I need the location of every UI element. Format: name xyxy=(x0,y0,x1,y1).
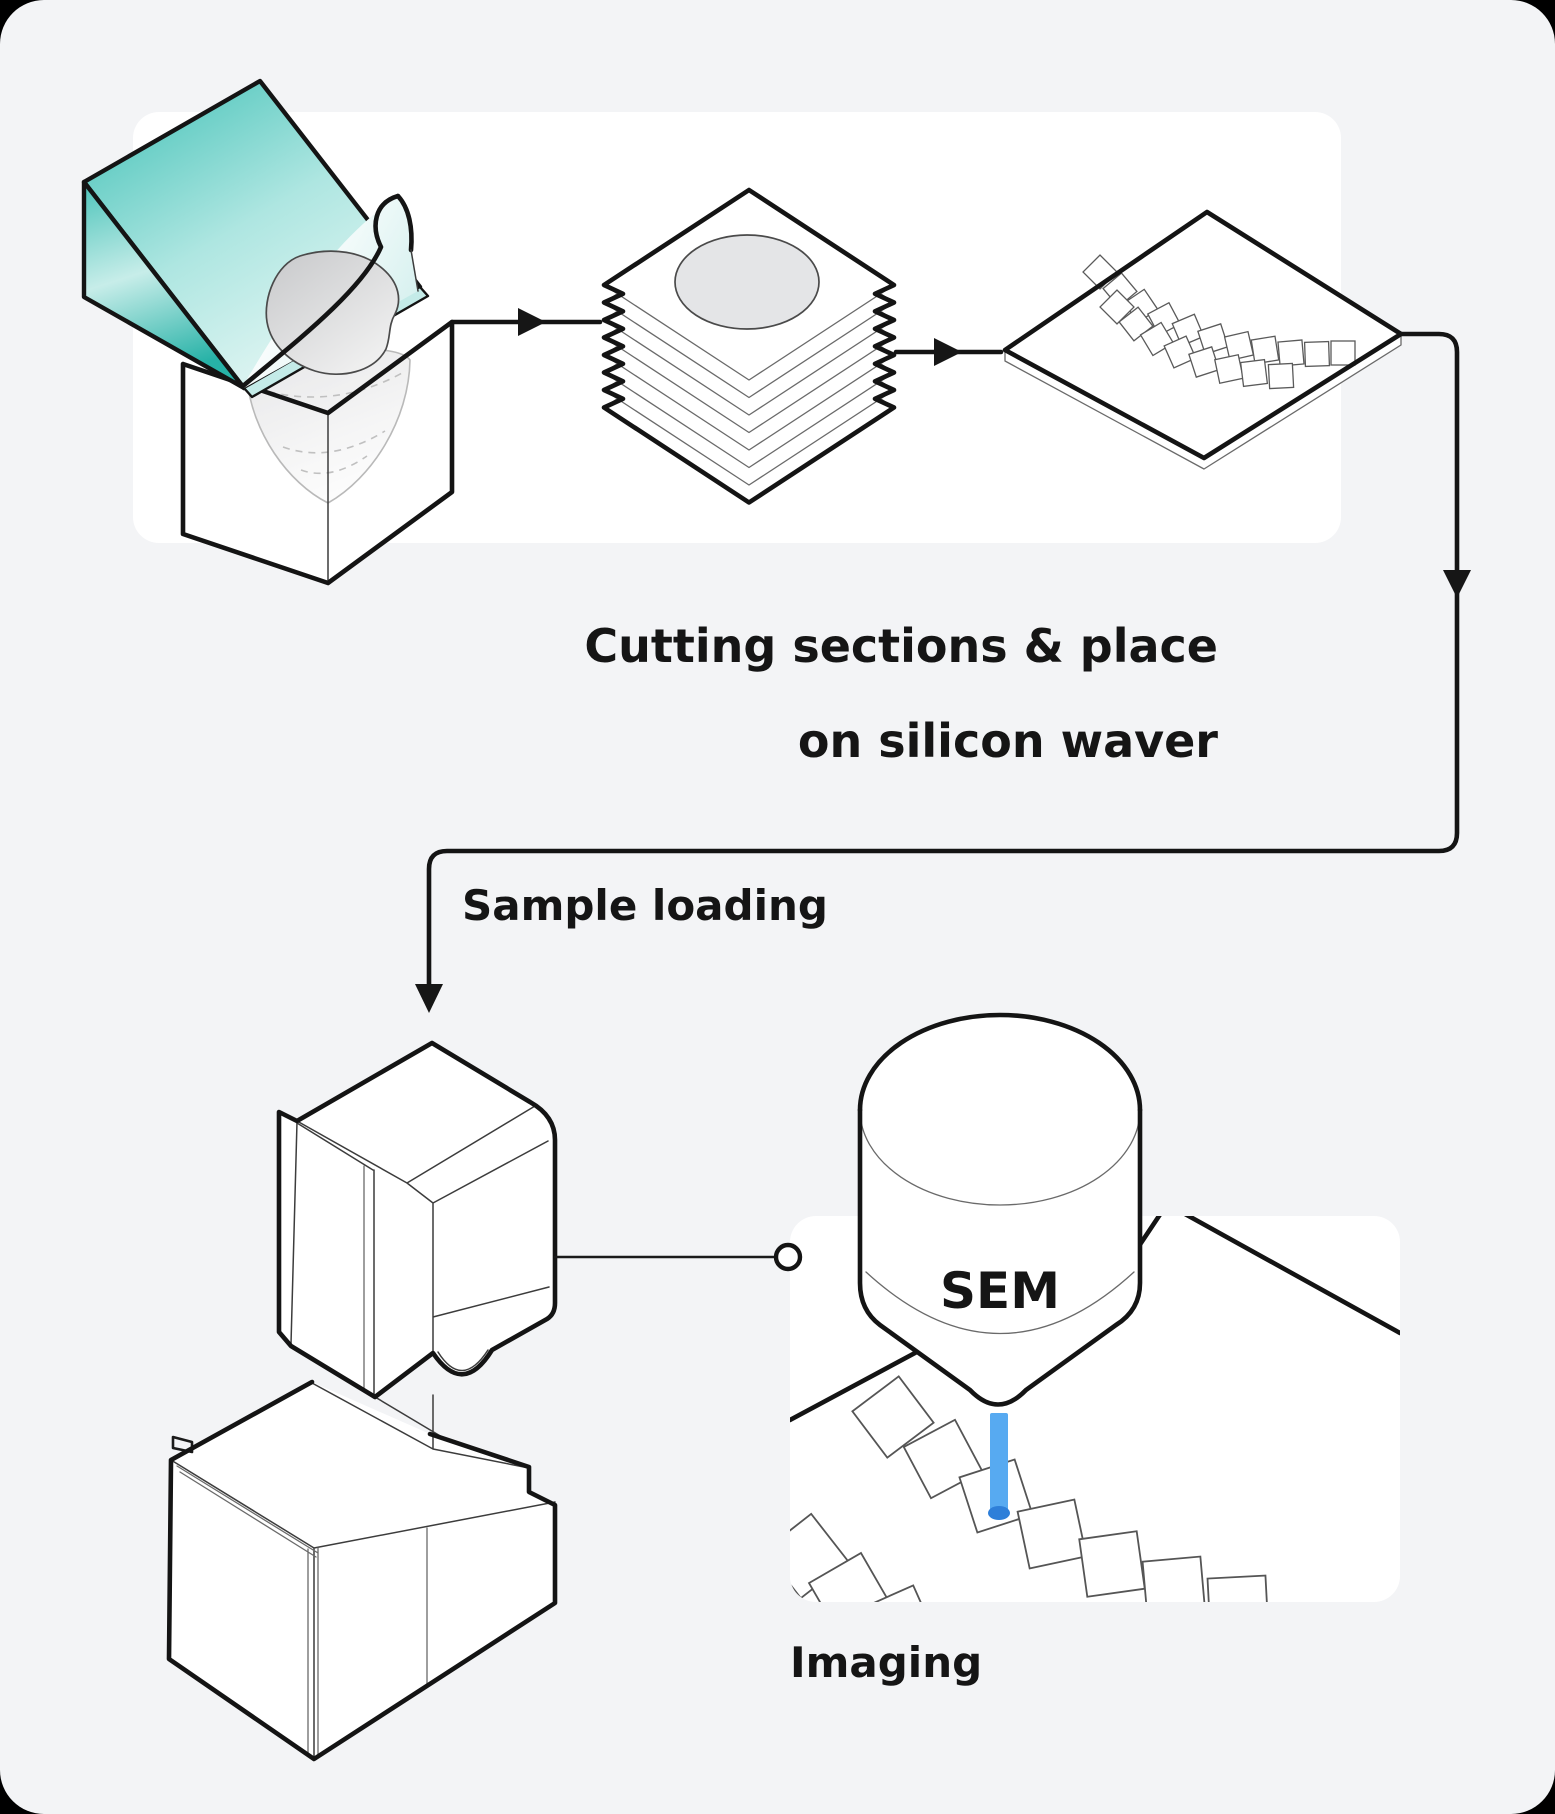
tissue-section-blob xyxy=(265,250,400,375)
sample-loading-caption: Sample loading xyxy=(462,881,828,930)
machine-head-body xyxy=(279,1043,555,1397)
curl-right-edge xyxy=(410,249,419,292)
arrowhead-right-icon xyxy=(934,338,962,366)
section-tissue-ellipse xyxy=(674,234,820,330)
cutting-caption-line2: on silicon waver xyxy=(798,714,1218,768)
electron-beam xyxy=(990,1413,1008,1513)
machine-base-door-seams xyxy=(176,1465,428,1757)
machine-neck-collar xyxy=(437,1349,489,1372)
cube-right-face xyxy=(328,322,452,583)
machine-base-outline xyxy=(166,1379,558,1762)
detail-connector-dot-icon xyxy=(773,1242,803,1272)
sem-label: SEM xyxy=(940,1262,1060,1320)
sem-detail-view: SEM xyxy=(790,1012,1400,1602)
silicon-wafer-icon xyxy=(1002,209,1404,470)
arrowhead-right-icon xyxy=(518,308,546,336)
sem-column-icon: SEM xyxy=(857,1012,1143,1407)
sem-column-top-rim xyxy=(857,1012,1143,1113)
arrow-stack-to-wafer xyxy=(893,338,1004,366)
section-stack-icon xyxy=(601,187,897,505)
knife-side-face xyxy=(81,179,247,391)
imaging-caption: Imaging xyxy=(790,1638,982,1687)
sem-detail-clipped xyxy=(790,1216,1400,1602)
curl-tip-edge xyxy=(395,193,414,253)
detail-section-row-upper xyxy=(851,1375,1270,1602)
sem-machine-icon xyxy=(166,1040,558,1762)
wafer-outline xyxy=(1002,209,1404,461)
wafer-edge-left xyxy=(790,1343,931,1423)
sem-column-outline xyxy=(857,1107,1143,1407)
detail-section-row-lower xyxy=(790,1512,939,1602)
sem-column-top xyxy=(860,1015,1140,1205)
sem-column-bottom-rim xyxy=(865,1271,1135,1334)
sample-block-icon xyxy=(81,78,455,586)
arrowhead-down-end-icon xyxy=(415,984,443,1013)
machine-head-panel-lines xyxy=(290,1105,550,1397)
wafer-section-row-2 xyxy=(1099,289,1295,390)
machine-head-outline xyxy=(276,1040,558,1400)
arrow-block-to-stack xyxy=(449,308,603,336)
cutting-caption-line1: Cutting sections & place xyxy=(584,619,1218,673)
arrowhead-down-mid-icon xyxy=(1443,570,1471,598)
sem-column-top-rim-back xyxy=(859,1109,1141,1206)
beam-spot xyxy=(988,1506,1010,1520)
machine-base-face-edges xyxy=(170,1459,556,1760)
curl-outer-edge xyxy=(240,193,401,389)
connector-line xyxy=(426,331,1460,991)
stack-silhouette xyxy=(601,187,897,505)
machine-base-top-seams xyxy=(311,1382,530,1469)
flow-connector-path xyxy=(415,331,1471,1013)
